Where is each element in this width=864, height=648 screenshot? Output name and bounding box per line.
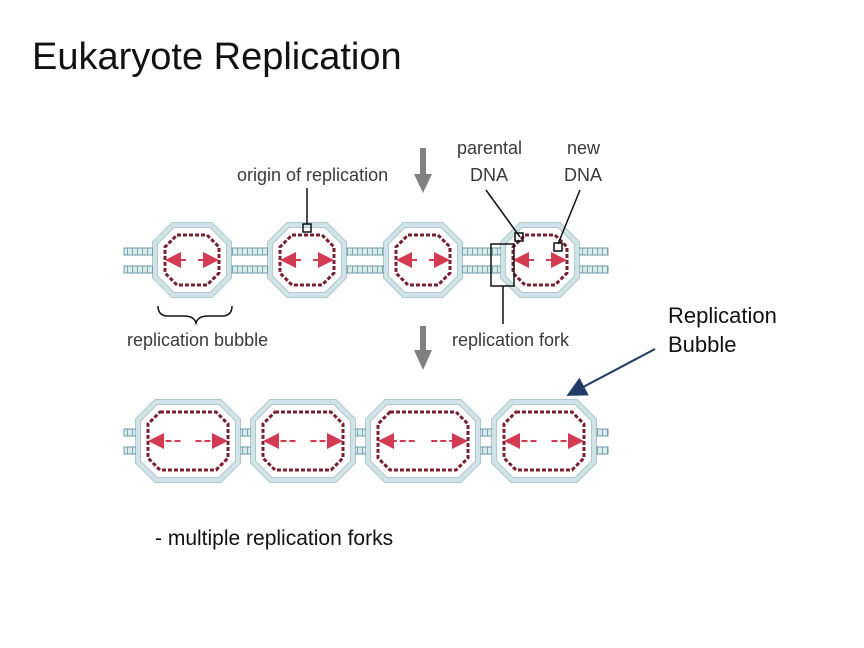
parental-dna-marker <box>514 232 524 242</box>
parental-dna-label-line1: parental <box>457 138 522 158</box>
bottom-dna-strand <box>123 399 609 483</box>
callout-line2: Bubble <box>668 332 737 357</box>
step-arrow-top <box>414 148 432 193</box>
bottom-bubble-1 <box>135 399 241 483</box>
bottom-bubble-2 <box>250 399 356 483</box>
new-dna-marker <box>553 242 563 252</box>
bullet-point: - multiple replication forks <box>155 527 394 550</box>
replication-bubble-label: replication bubble <box>127 330 268 350</box>
top-bubble-1 <box>152 222 232 298</box>
origin-of-replication-label: origin of replication <box>237 165 388 185</box>
callout-arrow <box>566 348 656 396</box>
origin-marker <box>302 223 312 233</box>
bottom-bubble-3 <box>365 399 481 483</box>
new-dna-pointer <box>557 189 581 245</box>
callout-line1: Replication <box>668 303 777 328</box>
new-dna-label-line1: new <box>567 138 601 158</box>
bottom-bubble-4 <box>491 399 597 483</box>
top-bubble-4 <box>500 222 580 298</box>
new-dna-label-line2: DNA <box>564 165 602 185</box>
top-bubble-2 <box>267 222 347 298</box>
top-dna-strand <box>123 222 609 298</box>
replication-bubble-callout: Replication Bubble <box>668 301 777 359</box>
parental-dna-label-line2: DNA <box>470 165 508 185</box>
replication-bubble-brace <box>157 305 233 326</box>
parental-dna-pointer <box>485 189 521 238</box>
top-bubble-3 <box>383 222 463 298</box>
slide-title: Eukaryote Replication <box>32 36 402 78</box>
replication-fork-label: replication fork <box>452 330 570 350</box>
step-arrow-middle <box>414 326 432 370</box>
